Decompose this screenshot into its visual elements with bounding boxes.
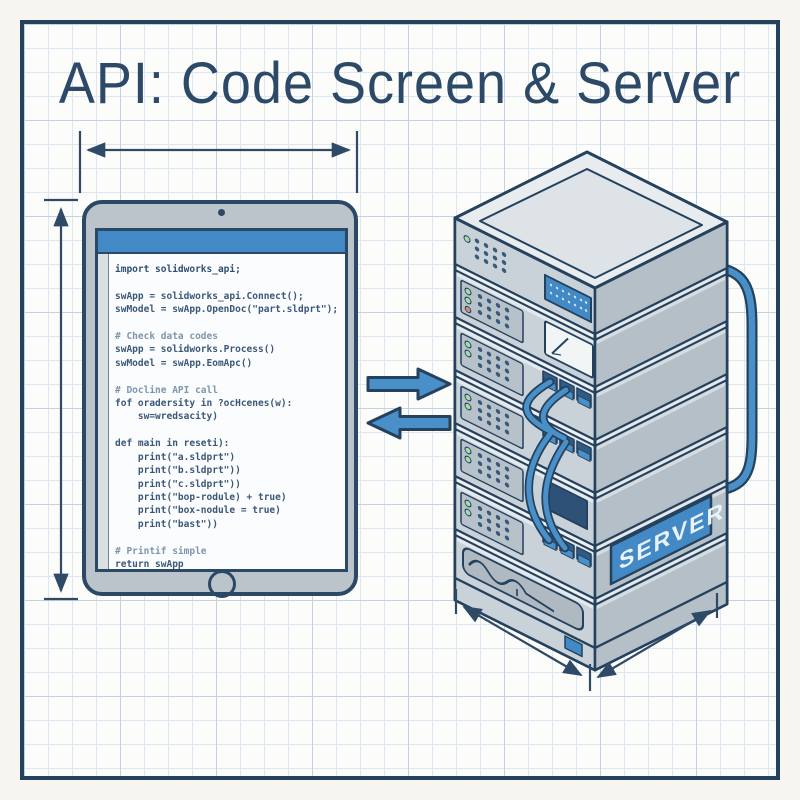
server-matrix-display (544, 273, 592, 324)
server-head-leds (463, 235, 507, 273)
server-left-faces (453, 216, 597, 672)
arrow-left-icon (366, 406, 452, 440)
code-line (115, 531, 343, 544)
code-line: def main in reseti): (115, 438, 230, 450)
server-rack: SERVER (453, 150, 758, 691)
tablet-home-button (208, 570, 236, 598)
tablet-height-dimension (44, 198, 78, 601)
code-line: swApp = solidworks_api.Connect(); (115, 290, 304, 302)
code-line (115, 317, 343, 330)
screen-gutter (98, 254, 109, 569)
code-line: print("b.sldprt")) (115, 465, 241, 477)
server-led-panels (460, 279, 524, 556)
code-line: print("box-nodule = true) (115, 505, 281, 517)
code-line: # Printif simple (115, 545, 207, 557)
server-base-dimensions (454, 589, 719, 691)
tablet-width-dimension (78, 131, 359, 193)
tablet-device: import solidworks_api; swApp = solidwork… (82, 200, 358, 598)
code-line: print("c.sldprt")) (115, 478, 241, 490)
code-line (115, 424, 343, 437)
tablet-camera-dot (218, 209, 225, 216)
code-line: fof oradersity in ?ocHcenes(w): (115, 398, 293, 410)
page-title: API: Code Screen & Server (58, 51, 742, 116)
screen-titlebar (98, 231, 345, 254)
tablet-screen: import solidworks_api; swApp = solidwork… (95, 228, 348, 572)
code-line (115, 276, 343, 289)
code-line: swModel = swApp.OpenDoc("part.sldprt"); (115, 304, 339, 316)
server-patch-cables (522, 377, 571, 553)
code-editor: import solidworks_api; swApp = solidwork… (109, 254, 345, 569)
code-line: # Check data codes (115, 331, 218, 343)
server-top-face (453, 150, 729, 290)
code-line: print("bast")) (115, 518, 218, 530)
code-line: import solidworks_api; (115, 264, 241, 275)
code-line: swModel = swApp.EomApc() (115, 357, 253, 369)
code-line: print("a.sldprt") (115, 451, 236, 463)
code-line: swApp = solidworks.Process() (115, 344, 276, 356)
code-line (115, 370, 343, 383)
screen-body: import solidworks_api; swApp = solidwork… (98, 254, 345, 569)
code-line: # Docline API call (115, 384, 218, 396)
data-transfer-arrows (366, 367, 452, 440)
server-gauge-panel (544, 320, 594, 379)
server-right-faces: SERVER (593, 220, 729, 672)
arrow-right-icon (366, 367, 452, 401)
code-line: print("bop-rodule) + true) (115, 491, 287, 503)
red-led (464, 305, 472, 314)
code-line: sw=wredsacity) (115, 411, 218, 423)
code-line: return swApp (115, 558, 184, 569)
